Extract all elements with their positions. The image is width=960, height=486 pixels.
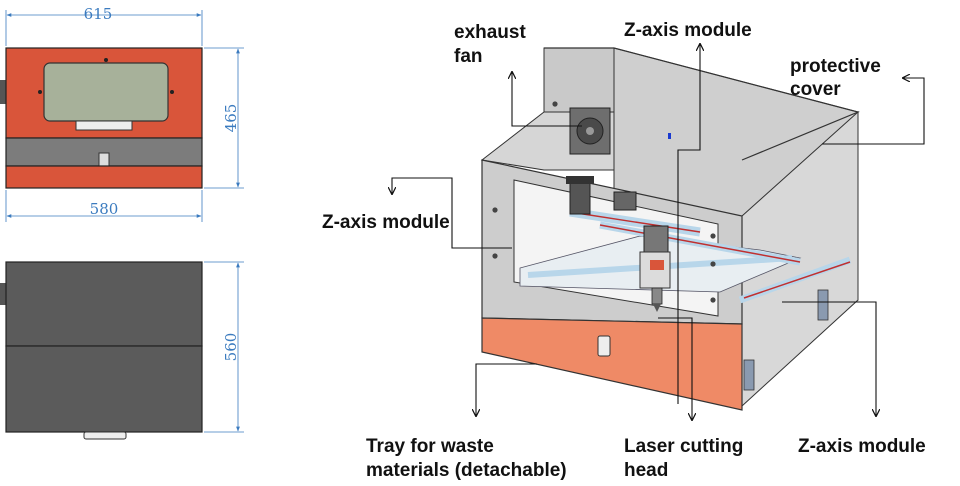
dimension-465: 465 bbox=[222, 104, 240, 133]
tray-label-line2: materials (detachable) bbox=[366, 460, 567, 481]
laser-head-body bbox=[643, 225, 669, 253]
viewing-window bbox=[43, 62, 169, 122]
exhaust-fan-label-line2: fan bbox=[454, 46, 483, 67]
laser-cutting-head-label-line2: head bbox=[624, 460, 668, 481]
z-axis-module-label-top: Z-axis module bbox=[624, 20, 752, 41]
tray-handle bbox=[597, 335, 611, 357]
protective-cover-label-line2: cover bbox=[790, 79, 841, 100]
protective-cover-label-line1: protective bbox=[790, 56, 881, 77]
tray-label-line1: Tray for waste bbox=[366, 436, 494, 457]
y-motor bbox=[613, 191, 637, 211]
lid-rear bbox=[5, 261, 203, 347]
lid-handle bbox=[83, 431, 127, 440]
front-view-drawing: 615 465 580 bbox=[0, 5, 244, 222]
side-knob-top bbox=[0, 283, 8, 305]
dimension-580: 580 bbox=[90, 200, 119, 218]
dimension-615: 615 bbox=[84, 5, 113, 23]
callout-leaders bbox=[392, 44, 925, 420]
top-view-drawing: 560 bbox=[0, 261, 244, 440]
exhaust-fan-label-line1: exhaust bbox=[454, 22, 526, 43]
laser-cutting-head-label-line1: Laser cutting bbox=[624, 436, 743, 457]
window-handle bbox=[75, 120, 133, 131]
drawer-latch bbox=[98, 152, 110, 168]
base-strip bbox=[5, 165, 203, 189]
z-axis-module-label-bottom: Z-axis module bbox=[798, 436, 926, 457]
side-knob bbox=[0, 80, 8, 104]
lid-front bbox=[5, 345, 203, 433]
machine-isometric bbox=[480, 47, 860, 411]
waste-tray bbox=[481, 317, 743, 411]
dimension-560: 560 bbox=[222, 333, 240, 362]
z-axis-module-label-left: Z-axis module bbox=[322, 212, 450, 233]
